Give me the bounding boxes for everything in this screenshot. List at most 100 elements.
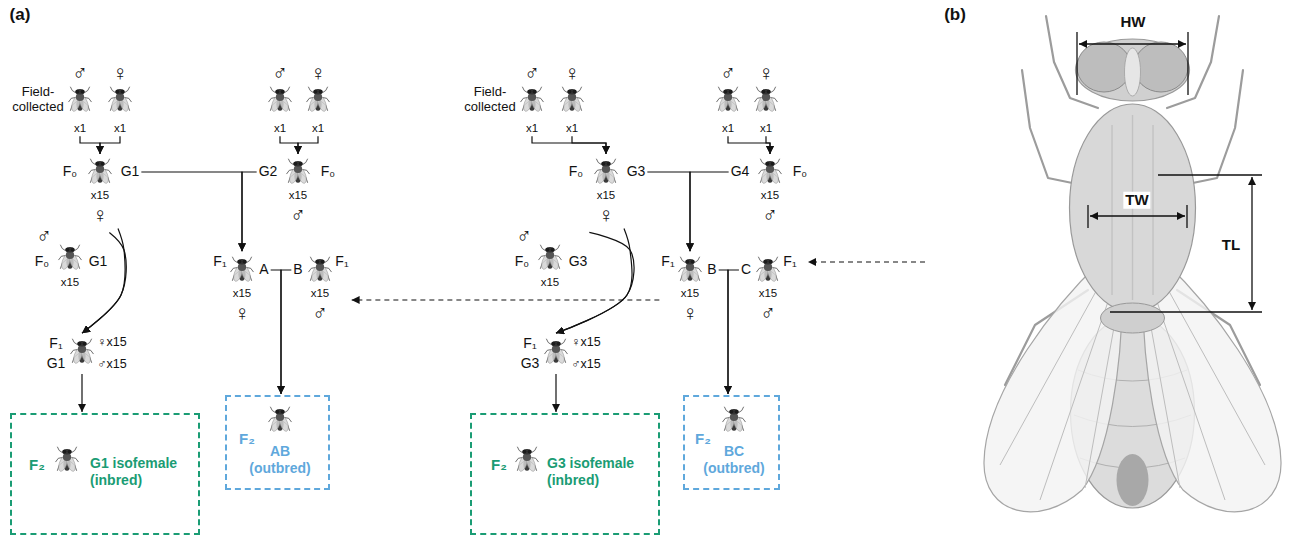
fly-icon [593, 157, 619, 187]
sex-symbol: ♀ [598, 203, 614, 226]
generation-label: F₂ [239, 431, 255, 448]
cross-arrow [82, 232, 126, 333]
cross-arrow [690, 172, 729, 251]
fly-group: F₀G1x15♀ [61, 155, 142, 229]
fly-group: F₁G1♀x15♂x15 [45, 334, 129, 374]
fly-eye [1077, 42, 1131, 92]
fly-scutellum [1101, 303, 1165, 333]
count-label: x1 [74, 122, 86, 135]
generation-label: A [259, 262, 268, 277]
thorax-stripe [1112, 115, 1153, 300]
fly-group: ♂F₀G1x15 [33, 222, 110, 290]
fly-leg [1022, 70, 1082, 185]
sex-symbol: ♂ [312, 301, 328, 324]
fly-icon [231, 257, 254, 282]
fly-icon [59, 245, 82, 270]
panel-letter: (b) [944, 6, 966, 25]
generation-label: F₁ [523, 336, 536, 351]
fly-icon [545, 339, 568, 364]
generation-label: G1 [121, 164, 140, 179]
fly-illustration [984, 16, 1281, 512]
fly-wing [984, 262, 1122, 512]
fly-head [1076, 39, 1190, 101]
sex-symbol: ♀ [310, 61, 326, 84]
generation-label: C [741, 262, 751, 277]
count-label: x15 [61, 276, 80, 289]
sex-symbol: ♀ [234, 301, 250, 324]
cross-arrow [532, 136, 606, 154]
fly-icon [753, 85, 779, 115]
fly-icon [269, 87, 292, 112]
fly-icon [71, 339, 94, 364]
generation-label: F₀ [515, 254, 529, 269]
count-label: x15 [311, 287, 330, 300]
fly-group: F₀G3x15♀ [567, 155, 648, 229]
sex-symbol: ♂ [290, 203, 306, 226]
generation-label: G2 [259, 164, 278, 179]
transfer-arrow [352, 299, 660, 300]
dimension-label: HW [1119, 14, 1148, 31]
generation-label: F₂ [695, 431, 711, 448]
generation-label: F₁ [335, 254, 348, 269]
sex-symbol: ♂ [760, 301, 776, 324]
fly-icon [109, 87, 132, 112]
fly-group: F₁G3♀x15♂x15 [519, 334, 603, 374]
count-label: x15 [681, 287, 700, 300]
generation-label: F₁ [661, 254, 674, 269]
generation-label: F₀ [63, 164, 77, 179]
generation-label: F₀ [793, 164, 807, 179]
fly-icon [267, 85, 293, 115]
fly-icon [287, 159, 310, 184]
fly-icon [229, 255, 255, 285]
fly-icon [677, 255, 703, 285]
cross-arrow [100, 136, 120, 154]
fly-icon [107, 85, 133, 115]
generation-label: F₁ [213, 254, 226, 269]
sex-symbol: ♂ [720, 61, 736, 84]
fly-group: ♂x1 [65, 59, 95, 136]
count-label: ♀x15 [97, 336, 127, 350]
count-label: x15 [597, 189, 616, 202]
fly-icon [56, 447, 79, 472]
count-label: x15 [761, 189, 780, 202]
offspring-box: F₂BC (outbred) [683, 395, 780, 490]
count-label: x15 [759, 287, 778, 300]
group-note: Field- collected [7, 85, 69, 115]
fly-group: ♂F₀G3x15 [513, 222, 590, 290]
sex-symbol: ♀ [682, 301, 698, 324]
line-name: G3 isofemale (inbred) [547, 455, 651, 489]
sex-symbol: ♂ [36, 224, 52, 247]
fly-group: ♀x1 [557, 59, 587, 136]
abdomen-tip [1117, 454, 1149, 506]
fly-frons [1125, 48, 1141, 96]
fly-icon [559, 85, 585, 115]
dimension-tick [1110, 311, 1262, 312]
fly-icon [715, 85, 741, 115]
sex-symbol: ♀ [758, 61, 774, 84]
dimension-arrow [1079, 43, 1186, 44]
fly-group: F₁Ax15♀ [211, 252, 270, 326]
count-label: x1 [760, 122, 772, 135]
wing-vein [1000, 275, 1265, 500]
generation-label: F₂ [491, 457, 507, 474]
fly-icon [537, 243, 563, 273]
fly-group: BF₁x15♂ [291, 252, 350, 326]
offspring-box: F₂G1 isofemale (inbred) [10, 413, 200, 535]
fly-wing [1143, 262, 1281, 512]
count-label: ♂x15 [97, 358, 127, 372]
dimension-lines [1077, 32, 1262, 312]
dimension-tick [1076, 32, 1077, 95]
fly-icon [519, 85, 545, 115]
line-name: G1 isofemale (inbred) [90, 455, 194, 489]
cross-arrow [242, 172, 257, 251]
count-label: x15 [91, 189, 110, 202]
generation-label: F₁ [49, 336, 62, 351]
fly-eye [1134, 42, 1188, 92]
fly-icon [757, 257, 780, 282]
panel-letter: (a) [10, 6, 31, 25]
sex-symbol: ♂ [524, 61, 540, 84]
fly-icon [723, 407, 746, 432]
dimension-tick [1186, 205, 1187, 228]
fly-icon [759, 159, 782, 184]
